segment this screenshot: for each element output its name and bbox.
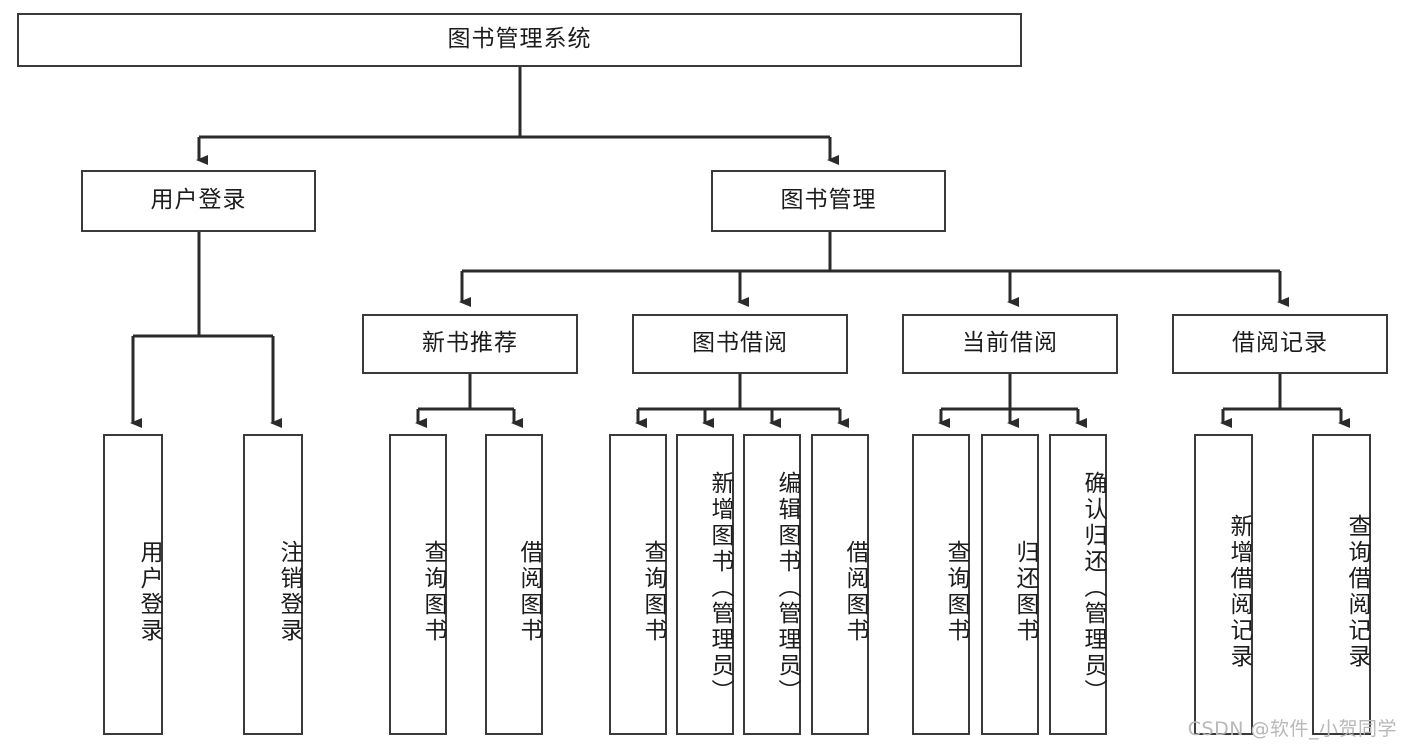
node-leaf-add-borrow-record[interactable]: 新增借阅记录 [1194, 434, 1253, 735]
node-label: 注销登录 [276, 539, 302, 644]
node-leaf-query-book-recommend[interactable]: 查询图书 [389, 434, 447, 735]
node-leaf-query-borrow-record[interactable]: 查询借阅记录 [1312, 434, 1371, 735]
node-leaf-edit-book-admin[interactable]: 编辑图书（管理员） [743, 434, 801, 735]
node-leaf-user-login[interactable]: 用户登录 [103, 434, 163, 735]
node-label: 查询图书 [420, 539, 446, 644]
node-leaf-query-book-current[interactable]: 查询图书 [912, 434, 970, 735]
node-label: 当前借阅 [962, 330, 1058, 357]
node-leaf-logout[interactable]: 注销登录 [243, 434, 303, 735]
watermark: CSDN @软件_小贺同学 [1187, 718, 1397, 740]
node-label: 新书推荐 [422, 330, 518, 357]
node-label: 借阅记录 [1232, 330, 1328, 357]
node-leaf-borrow-book[interactable]: 借阅图书 [811, 434, 869, 735]
node-label: 用户登录 [150, 187, 247, 214]
node-label: 借阅图书 [516, 539, 542, 644]
node-root-system[interactable]: 图书管理系统 [17, 13, 1022, 67]
node-label: 编辑图书（管理员） [774, 470, 800, 705]
node-label: 新增图书（管理员） [707, 470, 733, 705]
node-label: 确认归还（管理员） [1080, 470, 1106, 705]
node-user-login[interactable]: 用户登录 [81, 170, 316, 232]
node-leaf-add-book-admin[interactable]: 新增图书（管理员） [676, 434, 734, 735]
node-leaf-query-book-borrow[interactable]: 查询图书 [609, 434, 667, 735]
node-label: 查询借阅记录 [1344, 513, 1370, 670]
node-new-book-recommend[interactable]: 新书推荐 [362, 314, 578, 374]
node-book-management[interactable]: 图书管理 [711, 170, 946, 232]
node-label: 用户登录 [136, 539, 162, 644]
node-label: 查询图书 [640, 539, 666, 644]
node-label: 图书借阅 [692, 330, 788, 357]
node-current-borrow[interactable]: 当前借阅 [902, 314, 1118, 374]
node-label: 借阅图书 [842, 539, 868, 644]
node-borrow-record[interactable]: 借阅记录 [1172, 314, 1388, 374]
node-label: 查询图书 [943, 539, 969, 644]
node-leaf-return-book[interactable]: 归还图书 [981, 434, 1039, 735]
node-leaf-borrow-book-recommend[interactable]: 借阅图书 [485, 434, 543, 735]
node-label: 归还图书 [1012, 539, 1038, 644]
node-leaf-confirm-return-admin[interactable]: 确认归还（管理员） [1049, 434, 1107, 735]
node-label: 图书管理 [780, 187, 877, 214]
node-label: 图书管理系统 [447, 26, 592, 53]
node-label: 新增借阅记录 [1226, 513, 1252, 670]
node-book-borrow[interactable]: 图书借阅 [632, 314, 848, 374]
